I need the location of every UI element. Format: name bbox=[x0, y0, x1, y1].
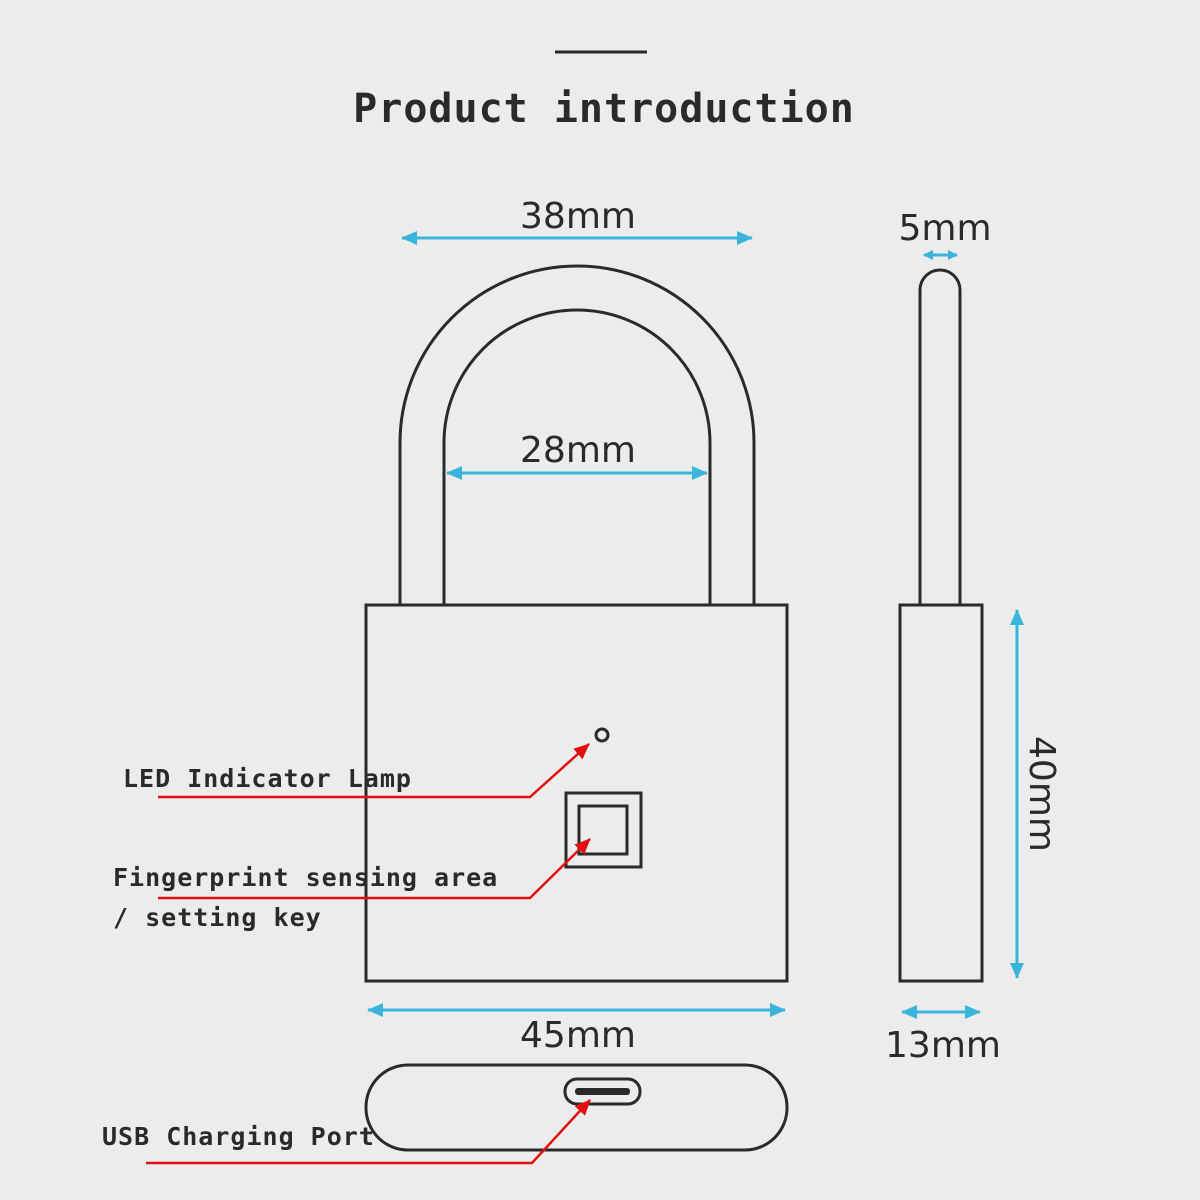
dim-28mm-label: 28mm bbox=[520, 430, 636, 471]
callout-led-label: LED Indicator Lamp bbox=[123, 764, 412, 793]
fingerprint-sensor-inner bbox=[577, 804, 629, 856]
callout-led-line bbox=[158, 743, 590, 799]
led-indicator bbox=[594, 727, 610, 743]
dim-40mm-label: 40mm bbox=[1021, 736, 1062, 852]
usb-port-inner bbox=[575, 1088, 630, 1095]
side-body bbox=[898, 603, 984, 983]
callout-usb-label: USB Charging Port bbox=[102, 1122, 375, 1151]
shackle-outline bbox=[398, 264, 756, 605]
lock-bottom-view bbox=[364, 1063, 789, 1152]
dim-5mm-label: 5mm bbox=[898, 208, 991, 249]
page-title: Product introduction bbox=[353, 86, 855, 132]
callout-fingerprint-label-1: Fingerprint sensing area bbox=[113, 863, 498, 892]
callout-fingerprint-label-2: / setting key bbox=[113, 903, 322, 932]
side-shackle bbox=[918, 268, 962, 605]
callout-usb-line bbox=[146, 1099, 591, 1165]
dim-13mm-label: 13mm bbox=[885, 1025, 1001, 1066]
usb-port bbox=[563, 1077, 642, 1106]
dim-38mm-label: 38mm bbox=[520, 196, 636, 237]
fingerprint-sensor-outer bbox=[564, 791, 643, 869]
callout-fingerprint-line bbox=[158, 838, 591, 900]
lock-body bbox=[364, 603, 789, 983]
dim-45mm-label: 45mm bbox=[520, 1015, 636, 1056]
